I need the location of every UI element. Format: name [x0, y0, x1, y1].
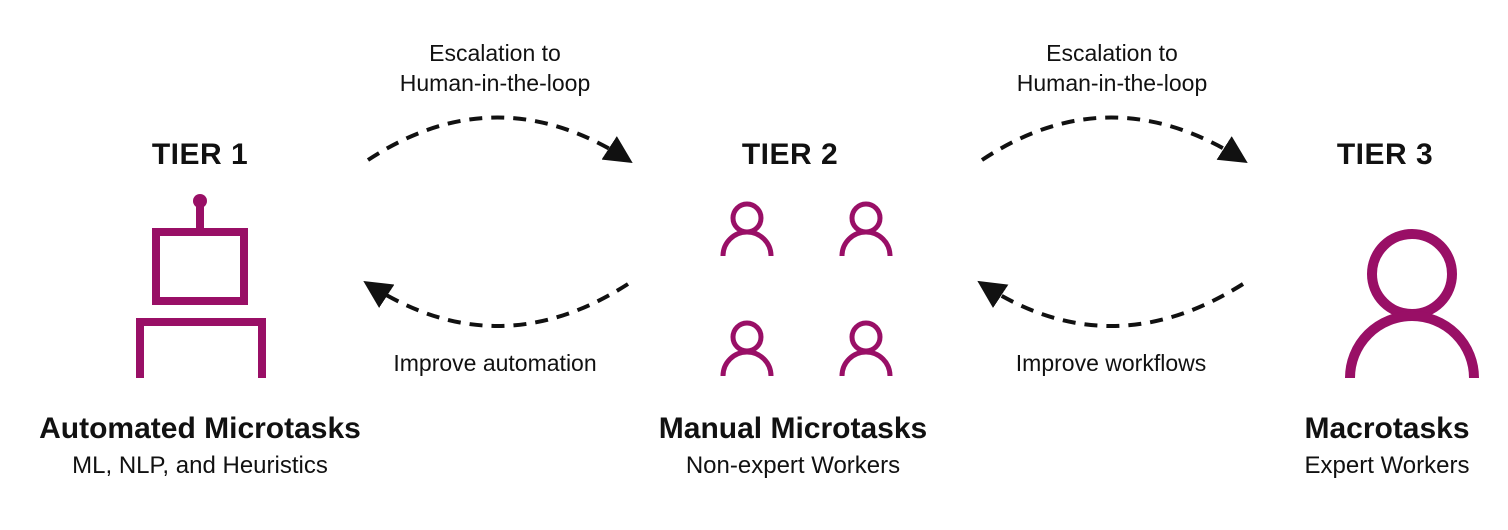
robot-icon	[136, 194, 266, 378]
escalation-label-1-line2: Human-in-the-loop	[399, 70, 591, 96]
expert-person-icon	[1345, 229, 1479, 379]
person-icon	[720, 201, 774, 257]
tier-3-label: TIER 3	[1336, 138, 1434, 171]
feedback-label-2: Improve workflows	[1015, 350, 1207, 376]
escalation-label-2-line2: Human-in-the-loop	[1016, 70, 1208, 96]
tier-3-subtitle: Expert Workers	[1304, 452, 1470, 479]
escalation-arrow-2	[980, 115, 1248, 164]
person-icon	[839, 201, 893, 257]
escalation-label-1: Escalation to Human-in-the-loop	[400, 38, 590, 98]
feedback-arrow-1	[363, 280, 630, 328]
tier-2-label: TIER 2	[741, 138, 839, 171]
escalation-arrow-1	[366, 115, 633, 164]
tier-1-title: Automated Microtasks	[39, 412, 361, 445]
person-icon	[720, 320, 774, 377]
tier-1-label: TIER 1	[151, 138, 249, 171]
escalation-label-1-line1: Escalation to	[429, 40, 561, 66]
escalation-label-2: Escalation to Human-in-the-loop	[1017, 38, 1207, 98]
people-group-icon	[720, 201, 893, 377]
feedback-arrow-2	[977, 280, 1245, 328]
escalation-label-2-line1: Escalation to	[1046, 40, 1178, 66]
tier-2-title: Manual Microtasks	[658, 412, 928, 445]
person-icon	[839, 320, 893, 377]
tier-2-subtitle: Non-expert Workers	[685, 452, 901, 479]
tier-1-subtitle: ML, NLP, and Heuristics	[72, 452, 328, 479]
feedback-label-1: Improve automation	[393, 350, 597, 376]
tier-3-title: Macrotasks	[1304, 412, 1470, 445]
